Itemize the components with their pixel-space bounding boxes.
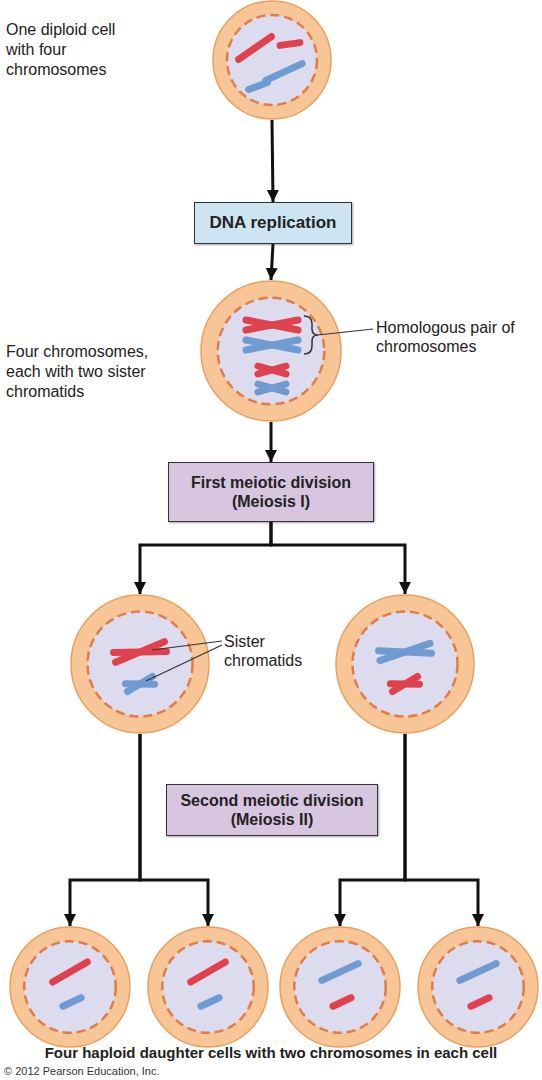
nucleus [227,15,317,105]
cell [70,594,210,734]
cell: Four chromosomes, each with two sister c… [200,280,342,422]
cell-membrane [213,1,331,119]
process-box: First meiotic division (Meiosis I) [168,462,374,522]
cell-membrane [10,927,130,1047]
process-box: DNA replication [194,202,352,244]
nucleus [24,941,116,1033]
arrow-connector [272,120,273,202]
cell [335,594,475,734]
cell-outline [417,926,539,1048]
callout-label: Homologous pair of chromosomes [376,318,526,356]
cell [279,926,401,1048]
arrow-connector [270,422,273,462]
nucleus [88,612,193,717]
cell [417,926,539,1048]
cell-membrane [336,595,474,733]
copyright-note: © 2012 Pearson Education, Inc. [4,1064,304,1078]
cell-membrane [148,927,268,1047]
cell: One diploid cell with four chromosomes [212,0,332,120]
cell-membrane [71,595,209,733]
cell-outline [70,594,210,734]
cell [147,926,269,1048]
cell-label: Four chromosomes, each with two sister c… [6,342,152,402]
nucleus [353,612,458,717]
arrow-connector [70,734,140,926]
cell-outline [9,926,131,1048]
process-box: Second meiotic division (Meiosis II) [166,784,378,836]
cell-outline [147,926,269,1048]
nucleus [162,941,254,1033]
box-label: DNA replication [210,213,337,233]
nucleus [218,298,325,405]
cell-label: One diploid cell with four chromosomes [6,20,118,80]
cell-membrane [201,281,341,421]
arrow-connector [271,244,273,280]
cell-outline [279,926,401,1048]
arrow-connector [271,522,405,594]
cell-outline [200,280,342,422]
cell-outline [335,594,475,734]
arrow-connector [140,522,271,594]
box-label: First meiotic division (Meiosis I) [175,473,367,511]
box-label: Second meiotic division (Meiosis II) [173,791,371,829]
nucleus [432,941,524,1033]
cell [9,926,131,1048]
cell-membrane [280,927,400,1047]
figure-caption: Four haploid daughter cells with two chr… [0,1043,542,1062]
cell-membrane [418,927,538,1047]
cell-outline [212,0,332,120]
nucleus [294,941,386,1033]
callout-label: Sister chromatids [224,632,314,670]
arrow-connector [405,734,478,926]
